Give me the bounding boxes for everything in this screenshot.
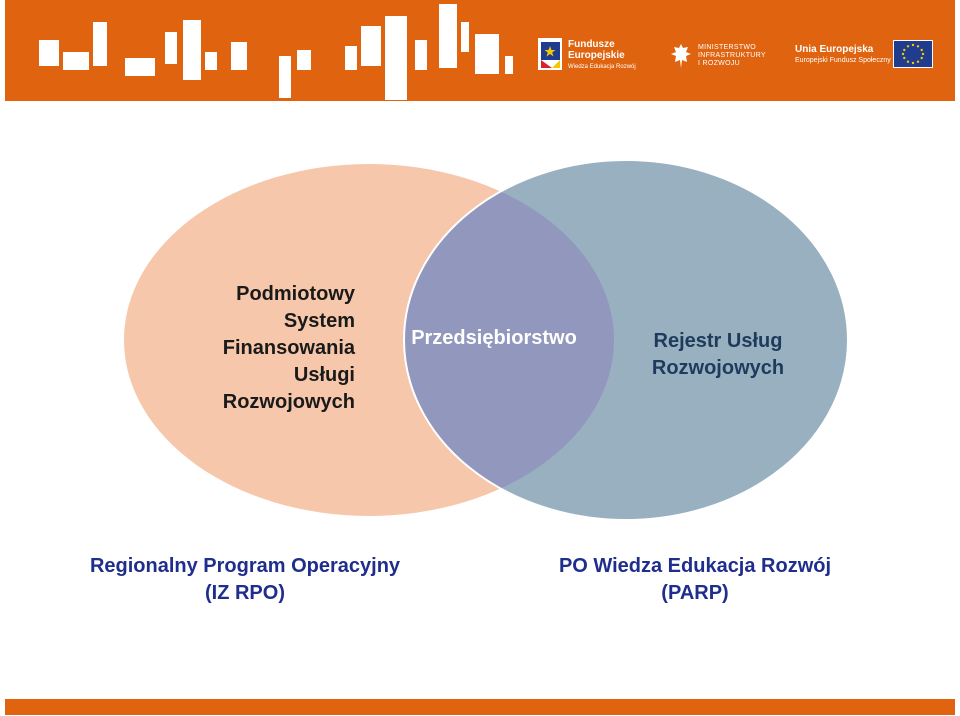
eu-logo-line1: Unia Europejska <box>795 44 874 55</box>
eu-logo: Unia Europejska Europejski Fundusz Społe… <box>795 38 940 72</box>
caption-rpo: Regionalny Program Operacyjny (IZ RPO) <box>89 555 401 604</box>
fe-logo-line2: Europejskie <box>568 50 625 61</box>
footer-bar <box>5 699 955 715</box>
decorative-blocks <box>39 4 513 100</box>
intersection-area <box>404 164 614 516</box>
fundusze-europejskie-logo: Fundusze Europejskie Wiedza Edukacja Roz… <box>538 36 648 74</box>
right-circle-label: Rejestr Usług Rozwojowych <box>651 330 785 379</box>
eu-flag-icon <box>893 40 933 68</box>
caption-parp: PO Wiedza Edukacja Rozwój (PARP) <box>558 555 832 604</box>
psfur-label: Podmiotowy System Finansowania Usługi Ro… <box>222 283 355 413</box>
ministry-logo-text: MINISTERSTWO INFRASTRUKTURY I ROZWOJU <box>698 44 766 67</box>
ministry-logo: MINISTERSTWO INFRASTRUKTURY I ROZWOJU <box>670 42 780 72</box>
fe-logo-line1: Fundusze <box>568 39 615 50</box>
right-circle-outline <box>403 159 849 521</box>
eu-logo-line2: Europejski Fundusz Społeczny <box>795 57 891 64</box>
intersection-label: Przedsiębiorstwo <box>411 327 577 349</box>
fundusze-europejskie-star-icon <box>538 38 562 70</box>
left-circle-label: Podmiotowy System Finansowania Usługi Ro… <box>190 281 355 416</box>
header-banner: Fundusze Europejskie Wiedza Edukacja Roz… <box>5 0 955 101</box>
polish-eagle-icon <box>671 44 691 68</box>
fe-logo-line3: Wiedza Edukacja Rozwój <box>568 64 636 70</box>
